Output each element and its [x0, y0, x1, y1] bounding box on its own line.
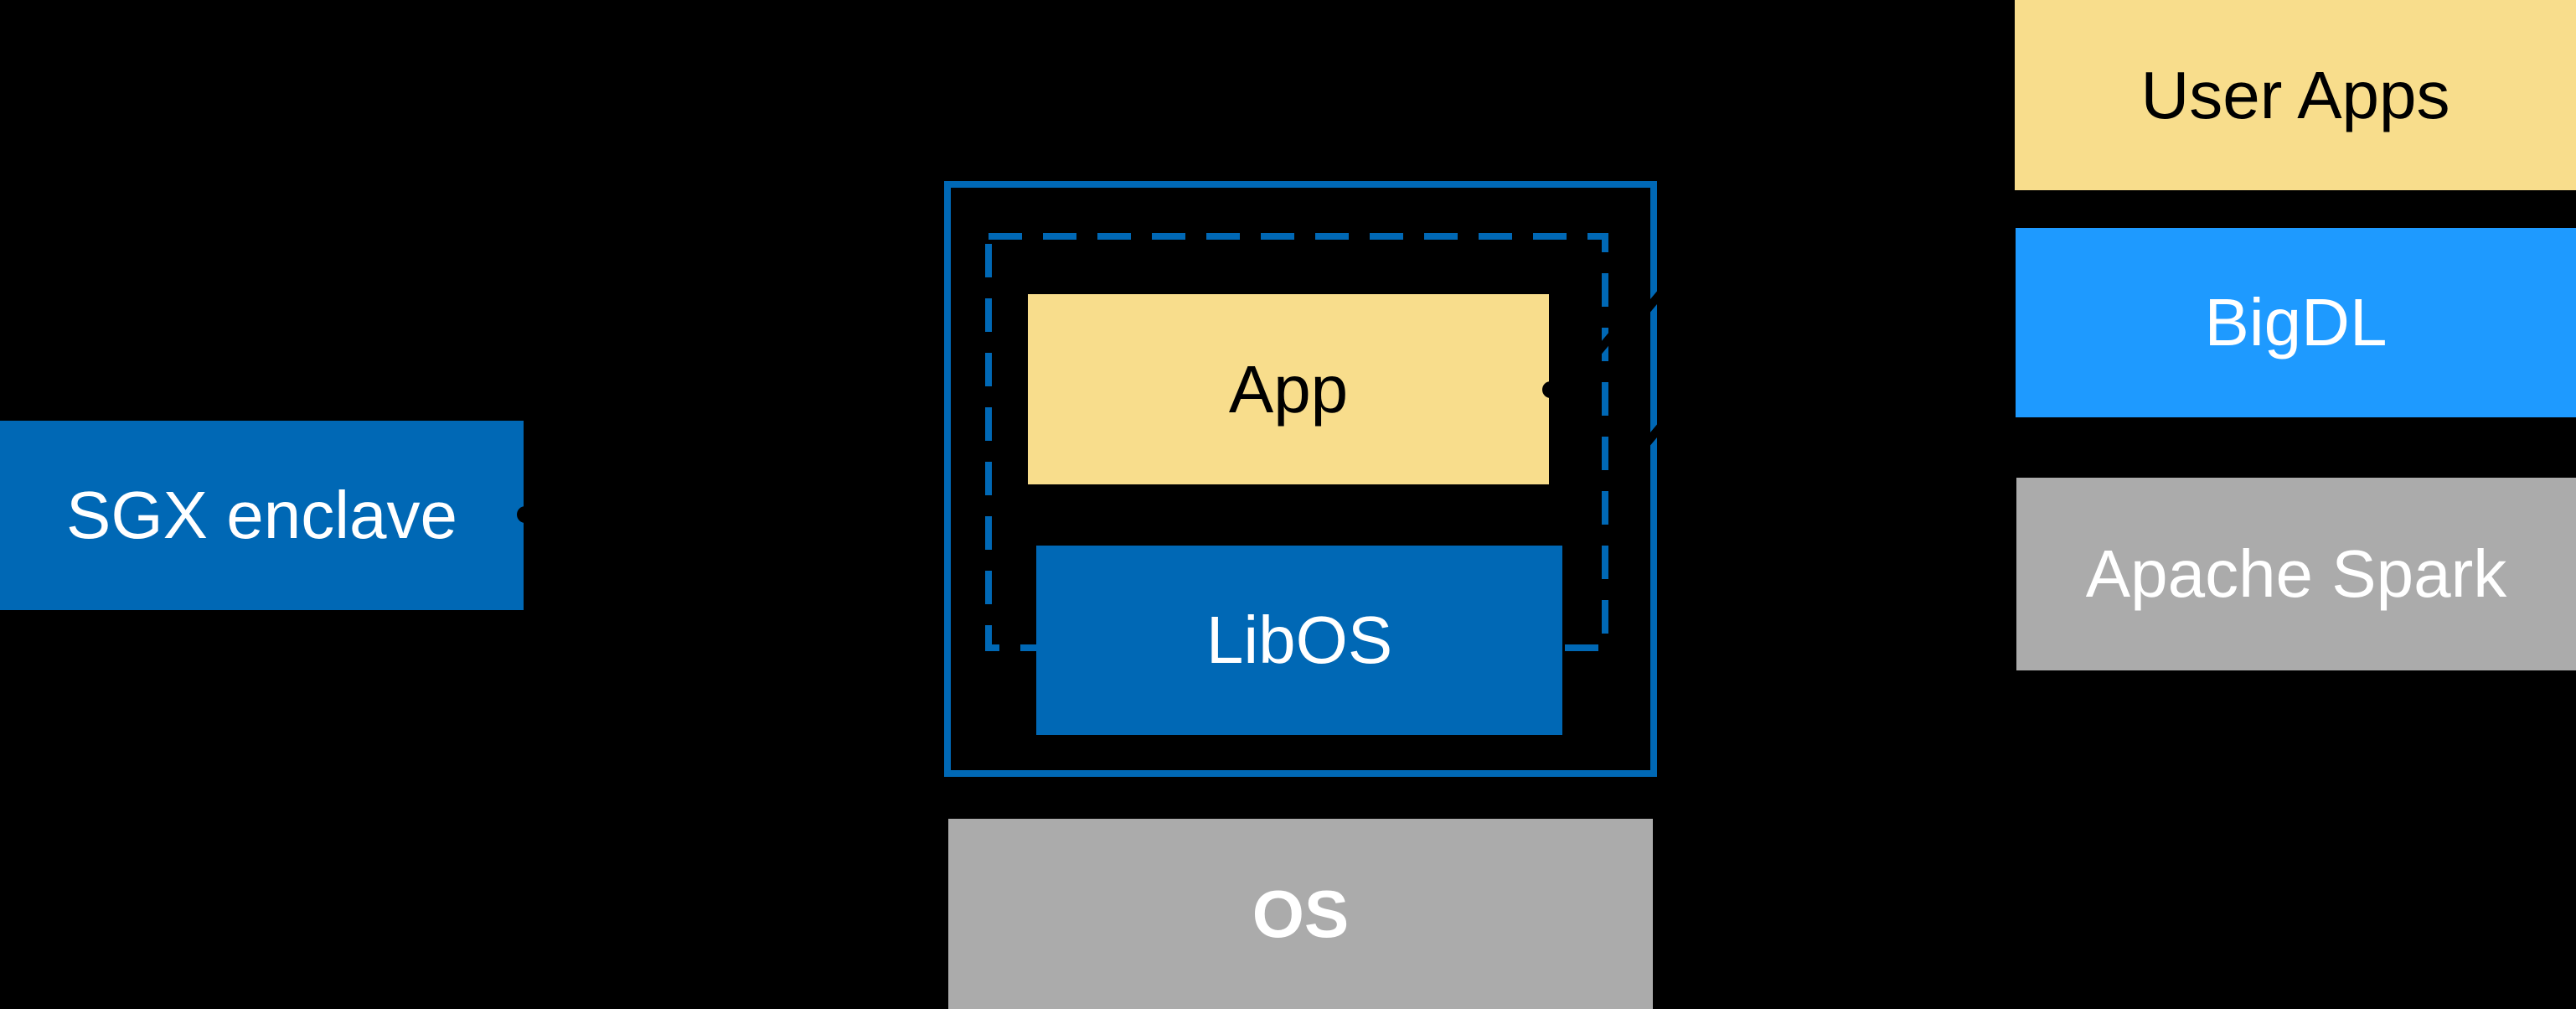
libos-label: LibOS [1205, 603, 1393, 677]
os-box: OS [948, 819, 1653, 1009]
bigdl-label: BigDL [2204, 285, 2388, 360]
bigdl-box: BigDL [2016, 228, 2576, 417]
arrow-tail-dot [517, 506, 534, 523]
user-apps-box: User Apps [2015, 0, 2576, 190]
app-label: App [1228, 351, 1349, 427]
sgx-enclave-label: SGX enclave [66, 478, 457, 552]
user-apps-label: User Apps [2140, 57, 2450, 132]
libos-box: LibOS [1036, 546, 1562, 735]
enclave-solid-border [944, 181, 1657, 777]
os-label: OS [1252, 876, 1350, 951]
app-box: App [1028, 294, 1549, 484]
apache-spark-box: Apache Spark [2016, 478, 2576, 670]
sgx-enclave-box: SGX enclave [0, 421, 524, 610]
apache-spark-label: Apache Spark [2085, 536, 2507, 611]
arrow-tail-dot [1542, 381, 1559, 398]
